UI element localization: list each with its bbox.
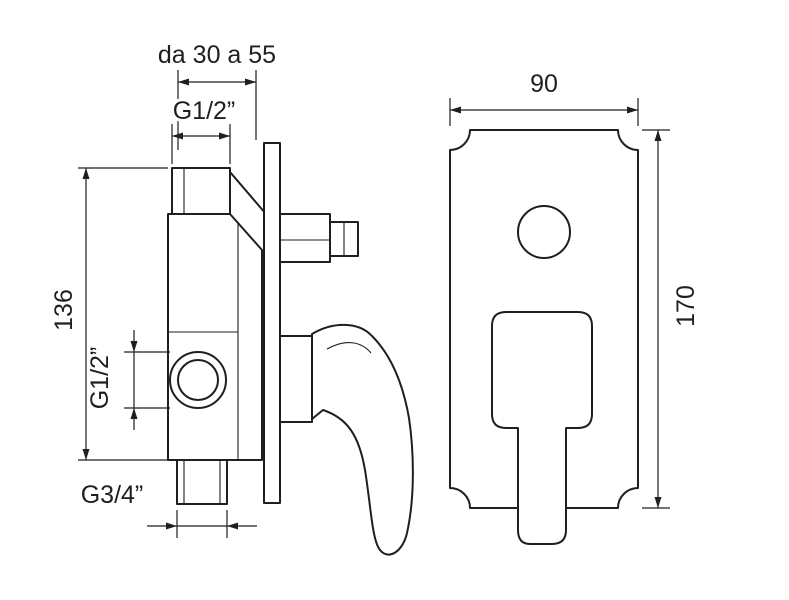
dim-top-thread: G1/2” [170,94,238,164]
depth-range-label: da 30 a 55 [158,41,276,69]
dim-depth-range: da 30 a 55 [155,38,279,150]
wall-plate-side [263,142,281,504]
side-view: da 30 a 55 G1/2” 136 [47,38,414,556]
dim-plate-height: 170 [642,129,703,509]
dim-plate-width: 90 [449,67,639,126]
dim-body-height: 136 [47,167,168,461]
dim-side-thread: G1/2” [83,330,170,430]
mixer-body [167,213,263,461]
top-thread-label: G1/2” [173,97,236,125]
lever-handle-side [311,323,414,556]
plate-width-label: 90 [530,70,558,98]
spout-outlet [279,213,331,263]
bottom-stub [176,459,228,505]
cartridge-stem [279,335,313,423]
plate-height-label: 170 [672,285,700,327]
top-fitting [171,167,231,215]
pipe-diagonal-line [229,171,267,215]
diverter-button-circle [517,205,571,259]
front-view: 90 170 [449,67,703,545]
side-thread-label: G1/2” [86,347,114,410]
lever-handle-front [491,311,593,545]
side-inlet-inner-circle [177,359,219,401]
dim-bottom-thread: G3/4” [78,478,257,538]
bottom-thread-label: G3/4” [81,481,144,509]
lever-handle-detail-line [326,342,372,354]
body-height-label: 136 [50,289,78,331]
